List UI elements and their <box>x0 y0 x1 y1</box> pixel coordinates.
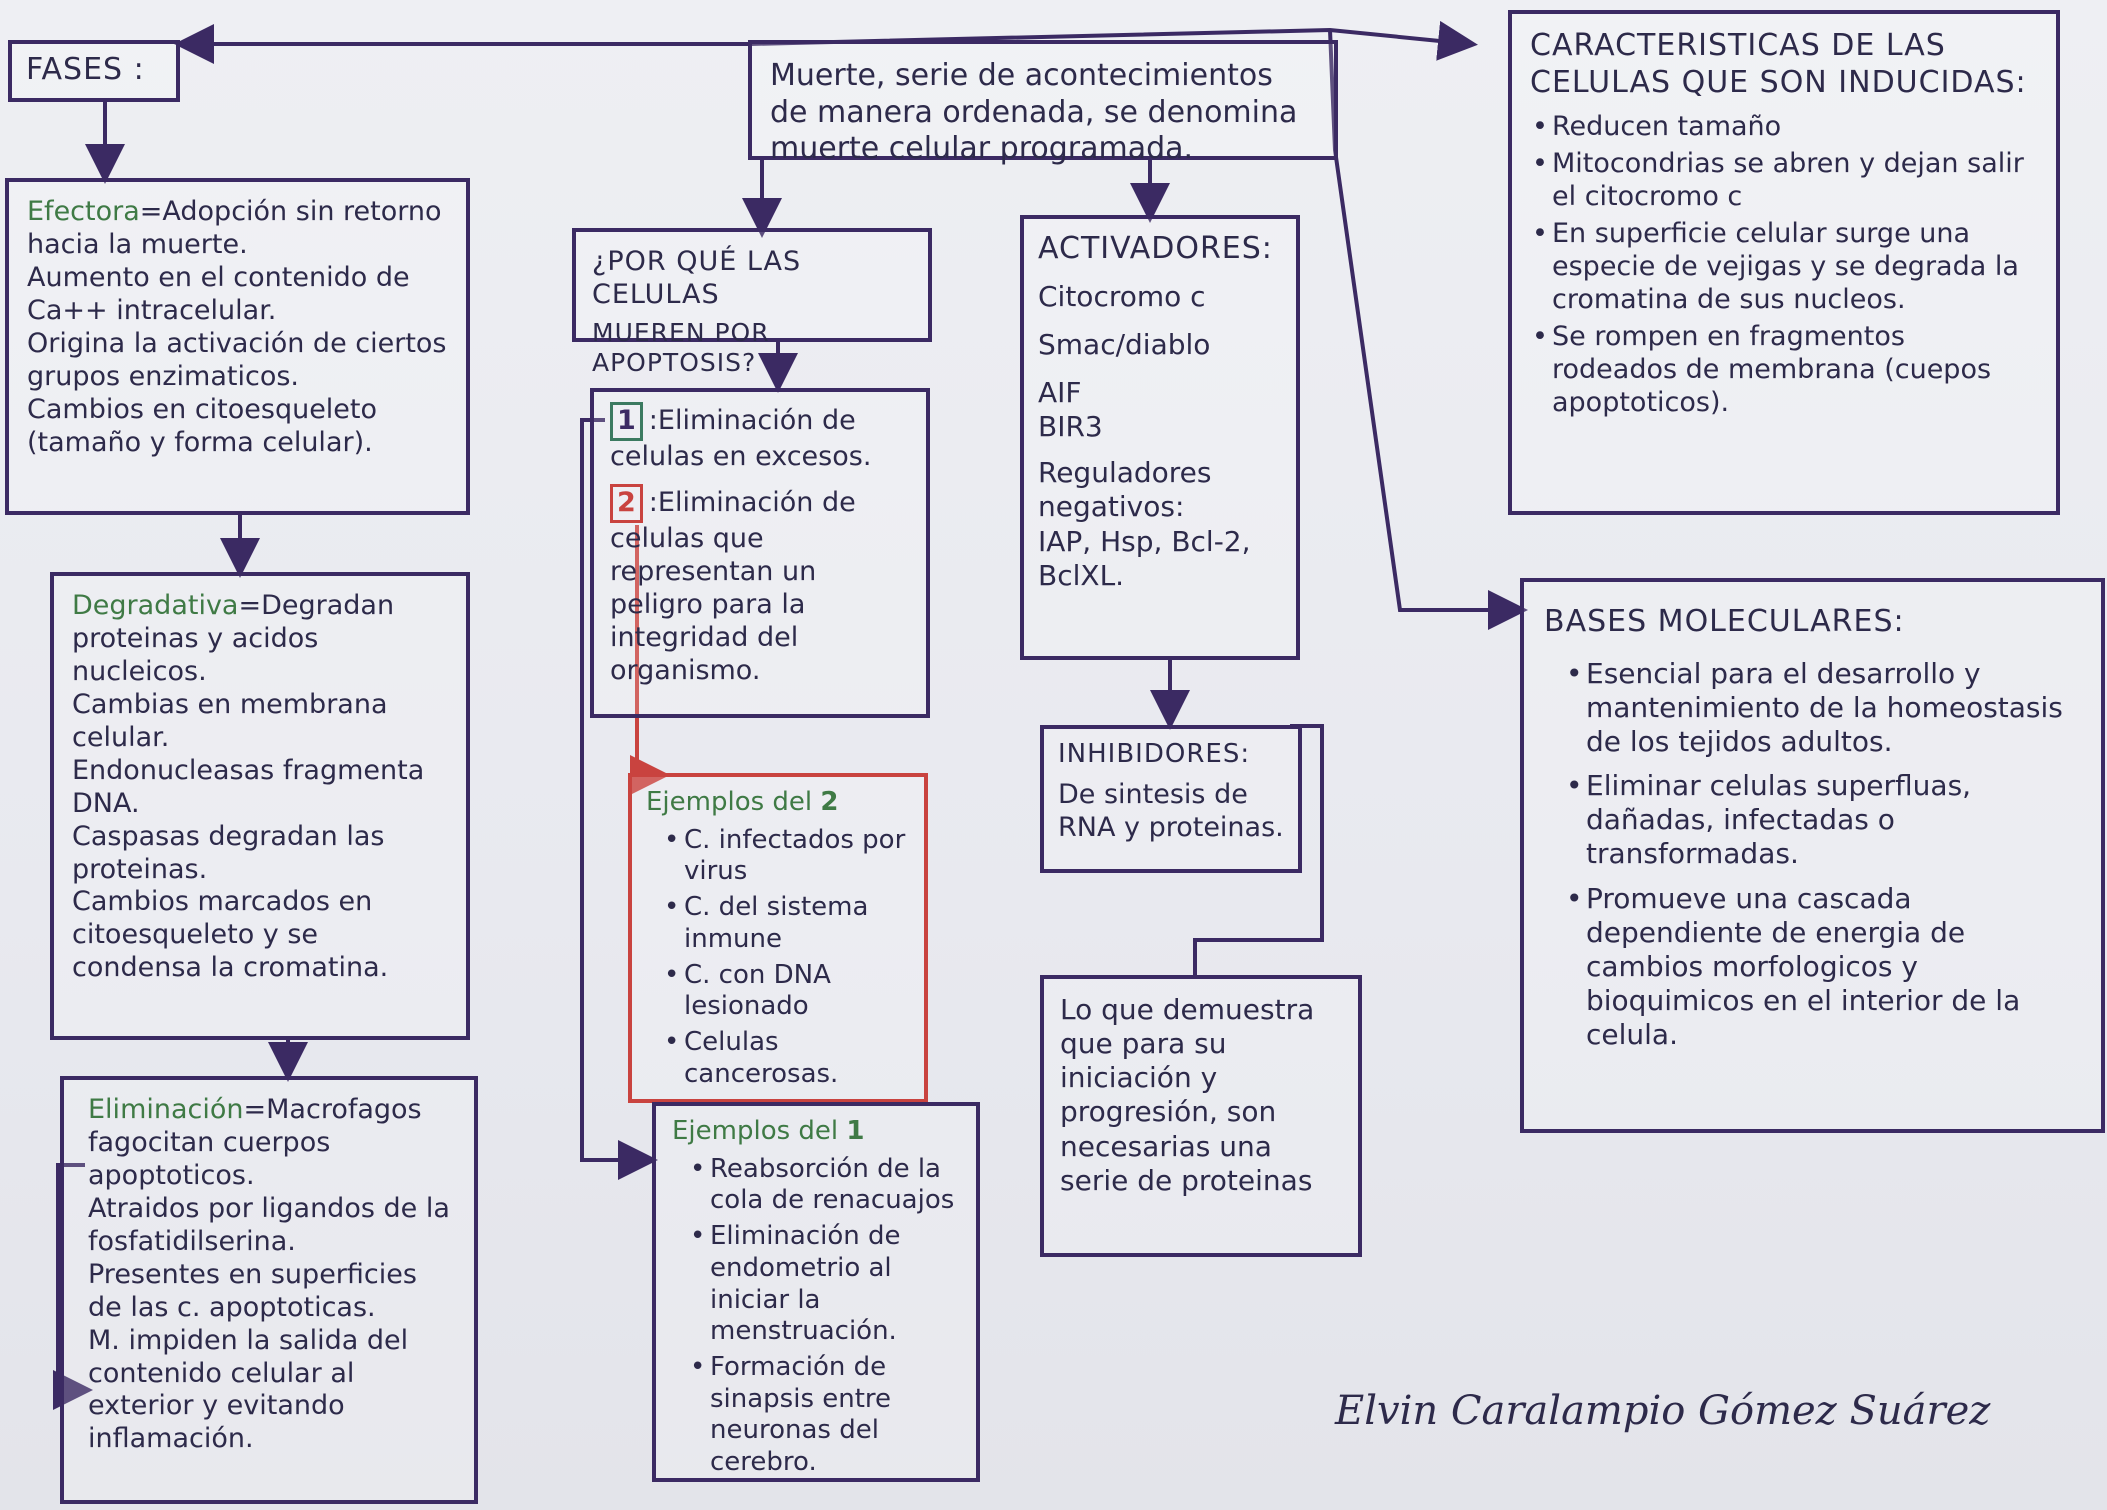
list-item: Formación de sinapsis entre neuronas del… <box>690 1352 962 1479</box>
list-item: Promueve una cascada dependiente de ener… <box>1566 882 2079 1053</box>
eliminacion-box: Eliminación=Macrofagos fagocitan cuerpos… <box>60 1076 478 1504</box>
list-item: Se rompen en fragmentos rodeados de memb… <box>1532 321 2038 420</box>
porque-line-2: MUEREN POR APOPTOSIS? <box>592 317 770 378</box>
list-item: C. con DNA lesionado <box>664 960 910 1023</box>
razon-2-text: :Eliminación de celulas que representan … <box>610 486 856 686</box>
caracteristicas-title: CARACTERISTICAS DE LAS CELULAS QUE SON I… <box>1530 28 2027 100</box>
eliminacion-line: =Macrofagos fagocitan cuerpos apoptotico… <box>88 1094 422 1191</box>
efectora-title: Efectora <box>27 196 140 227</box>
efectora-first-line: Efectora=Adopción sin retorno hacia la m… <box>27 196 448 262</box>
razon-1-text: :Eliminación de celulas en excesos. <box>610 405 872 472</box>
activadores-line: Citocromo c <box>1038 279 1206 313</box>
list-item: C. del sistema inmune <box>664 892 910 955</box>
eliminacion-first-line: Eliminación=Macrofagos fagocitan cuerpos… <box>88 1094 456 1193</box>
fases-label: FASES : <box>26 52 145 87</box>
degradativa-box: Degradativa=Degradan proteinas y acidos … <box>50 572 470 1040</box>
degradativa-line: Cambias en membrana celular. <box>72 688 388 753</box>
activadores-line: IAP, Hsp, Bcl-2, BclXL. <box>1038 524 1251 592</box>
razones-box: 1:Eliminación de celulas en excesos. 2:E… <box>590 388 930 718</box>
activadores-line: Smac/diablo <box>1038 327 1211 361</box>
efectora-line: =Adopción sin retorno hacia la muerte. <box>27 196 442 260</box>
efectora-box: Efectora=Adopción sin retorno hacia la m… <box>5 178 470 515</box>
inhibidores-title: INHIBIDORES: <box>1058 739 1251 769</box>
list-item: Esencial para el desarrollo y mantenimie… <box>1566 657 2079 759</box>
list-item: En superficie celular surge una especie … <box>1532 218 2038 317</box>
ejemplos-1-number: 1 <box>846 1116 865 1146</box>
bases-box: BASES MOLECULARES: Esencial para el desa… <box>1520 578 2105 1133</box>
ejemplos-2-number: 2 <box>820 787 839 817</box>
razon-2: 2:Eliminación de celulas que representan… <box>610 483 910 688</box>
center-definition-text: Muerte, serie de acontecimientos de mane… <box>770 58 1298 167</box>
degradativa-first-line: Degradativa=Degradan proteinas y acidos … <box>72 590 448 689</box>
porque-line-1: ¿POR QUÉ LAS CELULAS <box>592 246 802 310</box>
bracket-eliminacion <box>53 1163 93 1410</box>
ejemplos-1-box: Ejemplos del 1 Reabsorción de la cola de… <box>652 1102 980 1482</box>
caracteristicas-list: Reducen tamaño Mitocondrias se abren y d… <box>1530 111 2038 419</box>
degradativa-title: Degradativa <box>72 590 239 621</box>
ejemplos-2-title-text: Ejemplos del <box>646 787 813 817</box>
list-item: Celulas cancerosas. <box>664 1027 910 1090</box>
efectora-line: Cambios en citoesqueleto (tamaño y forma… <box>27 393 378 458</box>
demuestra-box: Lo que demuestra que para su iniciación … <box>1040 975 1362 1257</box>
efectora-line: Aumento en el contenido de Ca++ intracel… <box>27 261 410 326</box>
activadores-line: BIR3 <box>1038 410 1103 444</box>
razon-2-number: 2 <box>610 483 643 523</box>
line-inhibidores-demuestra <box>1193 724 1324 975</box>
arrow-to-bases <box>1328 29 1528 630</box>
list-item: Eliminación de endometrio al iniciar la … <box>690 1221 962 1348</box>
bases-list: Esencial para el desarrollo y mantenimie… <box>1564 657 2079 1053</box>
ejemplos-2-title: Ejemplos del 2 <box>646 787 910 819</box>
activadores-line: AIF <box>1038 375 1082 409</box>
fases-box: FASES : <box>8 40 180 102</box>
bases-title: BASES MOLECULARES: <box>1544 604 1905 639</box>
ejemplos-1-title-text: Ejemplos del <box>672 1116 839 1146</box>
eliminacion-line: Presentes en superficies de las c. apopt… <box>88 1258 417 1323</box>
razon-1-number: 1 <box>610 402 643 441</box>
inhibidores-box: INHIBIDORES: De sintesis de RNA y protei… <box>1040 725 1302 873</box>
eliminacion-line: Atraidos por ligandos de la fosfatidilse… <box>88 1192 450 1257</box>
degradativa-line: =Degradan proteinas y acidos nucleicos. <box>72 590 395 687</box>
ejemplos-2-box: Ejemplos del 2 C. infectados por virus C… <box>628 773 928 1103</box>
author-signature: Elvin Caralampio Gómez Suárez <box>1335 1388 1991 1434</box>
activadores-box: ACTIVADORES: Citocromo c Smac/diablo AIF… <box>1020 215 1300 660</box>
list-item: Eliminar celulas superfluas, dañadas, in… <box>1566 769 2079 871</box>
list-item: Mitocondrias se abren y dejan salir el c… <box>1532 148 2038 214</box>
porque-box: ¿POR QUÉ LAS CELULAS MUEREN POR APOPTOSI… <box>572 228 932 377</box>
inhibidores-text: De sintesis de RNA y proteinas. <box>1058 778 1284 843</box>
efectora-line: Origina la activación de ciertos grupos … <box>27 327 447 392</box>
ejemplos-1-title: Ejemplos del 1 <box>672 1116 962 1148</box>
caracteristicas-box: CARACTERISTICAS DE LAS CELULAS QUE SON I… <box>1508 10 2060 515</box>
activadores-title: ACTIVADORES: <box>1038 231 1273 266</box>
degradativa-line: Endonucleasas fragmenta DNA. <box>72 754 425 819</box>
activadores-line: Reguladores negativos: <box>1038 456 1212 524</box>
ejemplos-2-list: C. infectados por virus C. del sistema i… <box>662 825 910 1091</box>
list-item: C. infectados por virus <box>664 825 910 888</box>
eliminacion-line: M. impiden la salida del contenido celul… <box>88 1324 409 1455</box>
center-definition-box: Muerte, serie de acontecimientos de mane… <box>748 40 1338 166</box>
list-item: Reducen tamaño <box>1532 111 2038 144</box>
degradativa-line: Caspasas degradan las proteinas. <box>72 820 385 885</box>
degradativa-line: Cambios marcados en citoesqueleto y se c… <box>72 886 389 984</box>
razon-1: 1:Eliminación de celulas en excesos. <box>610 402 910 474</box>
eliminacion-title: Eliminación <box>88 1094 244 1125</box>
ejemplos-1-list: Reabsorción de la cola de renacuajos Eli… <box>688 1154 962 1479</box>
demuestra-text: Lo que demuestra que para su iniciación … <box>1060 993 1315 1197</box>
list-item: Reabsorción de la cola de renacuajos <box>690 1154 962 1217</box>
